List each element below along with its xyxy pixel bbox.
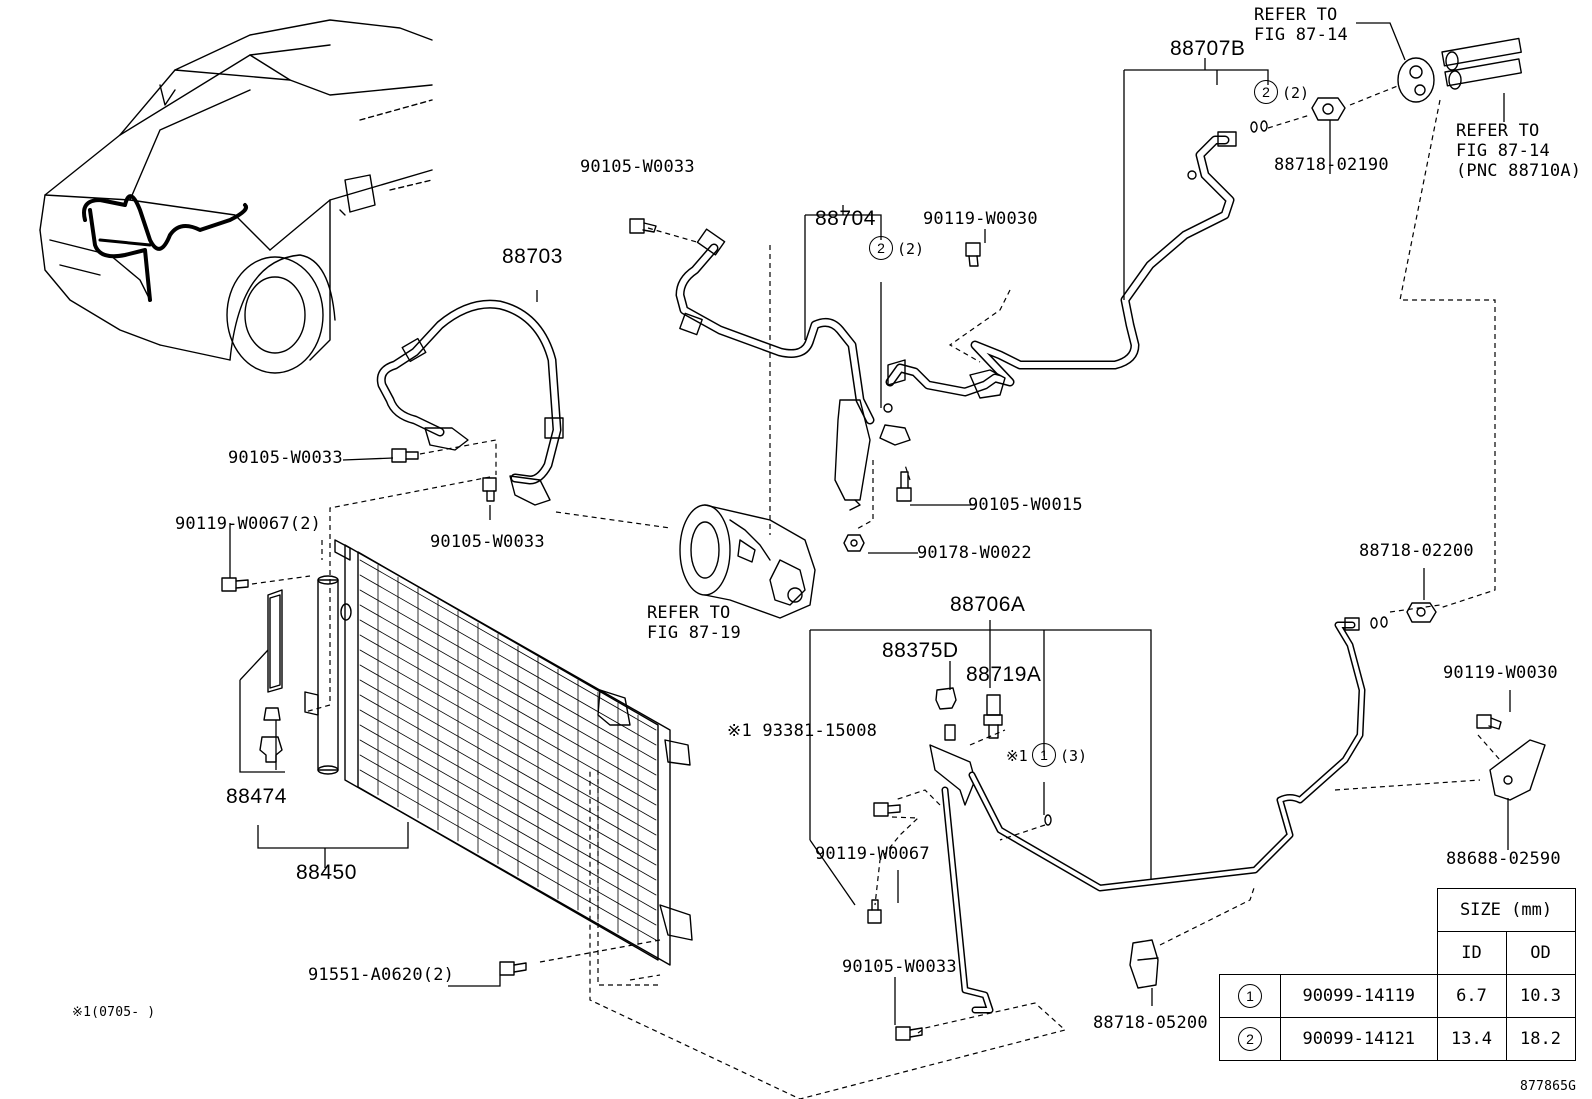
bolt-90119-top xyxy=(965,242,981,267)
figure-code: 877865G xyxy=(1520,1079,1577,1094)
label-90119-w0067-2: 90119-W0067(2) xyxy=(175,514,322,534)
table-row: 1 90099-14119 6.7 10.3 xyxy=(1219,974,1576,1018)
callout-2-top-qty: (2) xyxy=(1282,84,1310,102)
label-90119-w0067: 90119-W0067 xyxy=(815,844,930,864)
liquid-tube-88706a xyxy=(929,616,1388,1014)
bolt-90119-w0067-2 xyxy=(221,577,249,592)
table-row: 2 90099-14121 13.4 18.2 xyxy=(1219,1017,1576,1061)
row-key-2: 2 xyxy=(1238,1027,1262,1051)
label-93381-15008: ※1 93381-15008 xyxy=(727,721,878,741)
row-part-2: 90099-14121 xyxy=(1280,1017,1438,1061)
row-key-1: 1 xyxy=(1238,984,1262,1008)
size-table-title: SIZE (mm) xyxy=(1436,888,1576,932)
desiccant-88474 xyxy=(259,589,283,763)
row-od-1: 10.3 xyxy=(1505,974,1576,1018)
cap-88375d xyxy=(935,687,957,710)
row-id-1: 6.7 xyxy=(1436,974,1507,1018)
discharge-hose-88703 xyxy=(376,299,564,506)
refer-top-right-line3: (PNC 88710A) xyxy=(1456,161,1582,181)
label-88703: 88703 xyxy=(502,245,563,268)
vehicle-illustration xyxy=(39,19,433,374)
refer-top-left-line1: REFER TO xyxy=(1254,5,1338,25)
row-od-2: 18.2 xyxy=(1505,1017,1576,1061)
bolt-90105-top xyxy=(629,218,657,234)
callout-2-top: 2 xyxy=(1254,80,1278,104)
callout-1: 1 xyxy=(1032,743,1056,767)
label-88718-05200: 88718-05200 xyxy=(1093,1013,1208,1033)
label-88704: 88704 xyxy=(815,207,876,230)
receiver-dryer xyxy=(304,575,339,775)
compressor xyxy=(679,504,816,619)
row-id-2: 13.4 xyxy=(1436,1017,1507,1061)
pressure-switch-88719a xyxy=(983,694,1003,739)
firewall-connector xyxy=(1397,37,1522,103)
label-90178-w0022: 90178-W0022 xyxy=(917,543,1032,563)
label-90105-w0033-top: 90105-W0033 xyxy=(580,157,695,177)
bolt-90105-bottom-a xyxy=(867,899,882,924)
refer-top-right-line1: REFER TO xyxy=(1456,121,1540,141)
label-90119-w0030-top: 90119-W0030 xyxy=(923,209,1038,229)
label-88707b: 88707B xyxy=(1170,37,1246,60)
row-part-1: 90099-14119 xyxy=(1280,974,1438,1018)
label-88718-02200: 88718-02200 xyxy=(1359,541,1474,561)
refer-compressor-line1: REFER TO xyxy=(647,603,731,623)
label-88706a: 88706A xyxy=(950,593,1026,616)
bolt-90105-mid xyxy=(482,477,497,502)
refer-compressor-line2: FIG 87-19 xyxy=(647,623,741,643)
o-ring-mid xyxy=(1044,814,1052,826)
callout-2-mid-qty: (2) xyxy=(897,240,925,258)
label-91551-a0620: 91551-A0620(2) xyxy=(308,965,455,985)
fitting-88718-02200 xyxy=(1406,602,1437,623)
footnote: ※1(0705- ) xyxy=(72,1005,156,1020)
label-90105-w0033-bottom: 90105-W0033 xyxy=(842,957,957,977)
size-table-col-id: ID xyxy=(1436,931,1507,975)
suction-hose-88704 xyxy=(675,228,911,511)
bolt-90105-bottom-b xyxy=(895,1026,923,1041)
callout-1-qty: (3) xyxy=(1060,747,1088,765)
label-88688-02590: 88688-02590 xyxy=(1446,849,1561,869)
label-88719a: 88719A xyxy=(966,663,1042,686)
bolt-90105-w0015 xyxy=(896,471,912,502)
fitting-88718-02190 xyxy=(1311,97,1346,121)
label-90105-w0033-mid: 90105-W0033 xyxy=(430,532,545,552)
bracket-88688-02590 xyxy=(1489,739,1546,801)
label-88450: 88450 xyxy=(296,861,357,884)
label-88375d: 88375D xyxy=(882,639,959,662)
suction-tube-88707b xyxy=(885,131,1237,399)
label-88474: 88474 xyxy=(226,785,287,808)
label-88718-02190: 88718-02190 xyxy=(1274,155,1389,175)
bolt-90105-left xyxy=(391,448,419,463)
size-table-col-od: OD xyxy=(1505,931,1576,975)
o-rings-top xyxy=(1250,120,1268,133)
callout-1-mark: ※1 xyxy=(1006,747,1028,765)
label-90105-w0033-left: 90105-W0033 xyxy=(228,448,343,468)
bolt-90119-right xyxy=(1476,714,1502,730)
fitting-88718-05200 xyxy=(1129,939,1159,989)
callout-2-mid: 2 xyxy=(869,236,893,260)
label-90105-w0015: 90105-W0015 xyxy=(968,495,1083,515)
label-90119-w0030-right: 90119-W0030 xyxy=(1443,663,1558,683)
refer-top-left-line2: FIG 87-14 xyxy=(1254,25,1348,45)
size-table: SIZE (mm) ID OD 1 90099-14119 6.7 10.3 2… xyxy=(1219,888,1576,1061)
bolt-90119-w0067 xyxy=(873,802,901,817)
refer-top-right-line2: FIG 87-14 xyxy=(1456,141,1550,161)
bolt-91551 xyxy=(499,961,527,976)
nut-90178 xyxy=(843,534,865,552)
condenser-88450 xyxy=(334,539,693,966)
